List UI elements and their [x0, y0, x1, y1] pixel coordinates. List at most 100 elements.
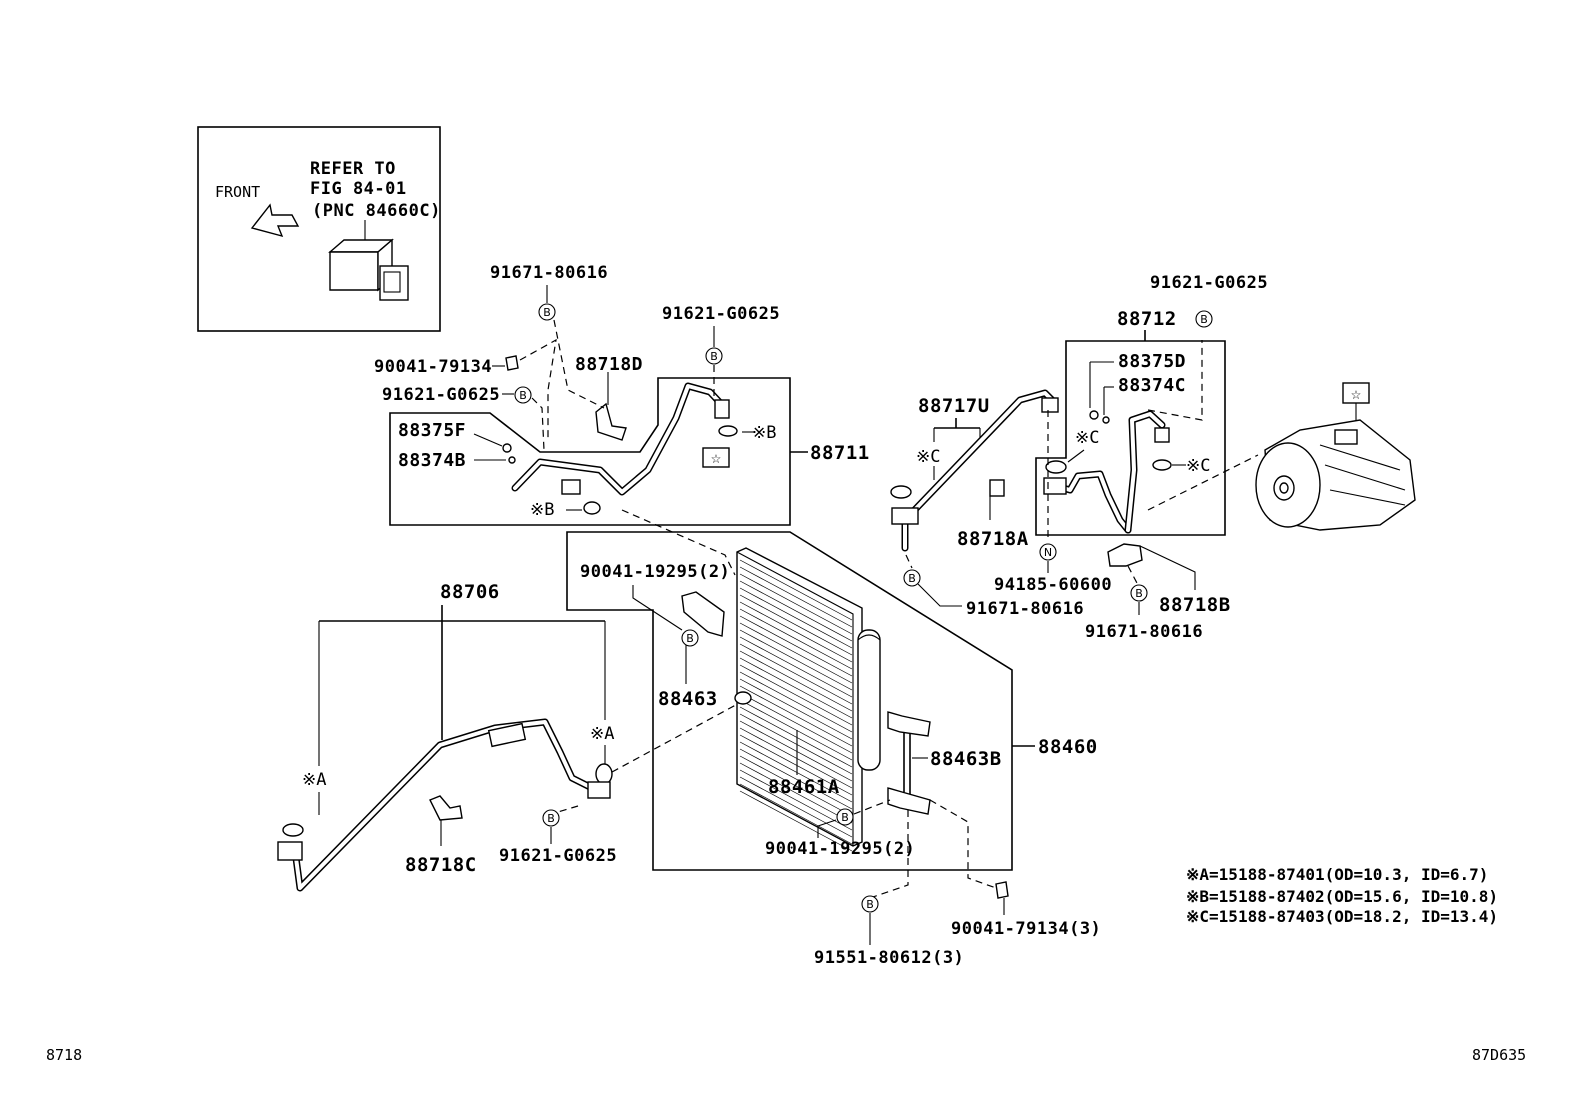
condenser-88461A: [736, 547, 881, 852]
label-91621-G0625-d: 91621-G0625: [499, 846, 617, 866]
label-88706: 88706: [440, 581, 500, 603]
condenser-fin: [739, 580, 853, 642]
condenser-fin: [739, 636, 853, 698]
clip-90041-79134-a: 90041-79134: [374, 338, 557, 440]
clamp-88718B: 88718B B 91671-80616: [1085, 543, 1231, 642]
ref-a-mark-2: ※A: [590, 724, 614, 744]
condenser-fin: [739, 594, 853, 656]
bolt-b-3: 91621-G0625 B: [662, 304, 780, 400]
ref-a-mark-1: ※A: [302, 770, 326, 790]
b-mark-7: B: [547, 812, 555, 825]
reference-inset: FRONT REFER TO FIG 84-01 (PNC 84660C): [197, 126, 441, 332]
front-label: FRONT: [215, 183, 260, 201]
oring-b: [583, 501, 601, 515]
condenser-fin: [739, 783, 853, 845]
condenser-fin: [739, 713, 853, 775]
condenser-fin: [739, 664, 853, 726]
label-91671-80616-b: 91671-80616: [966, 599, 1084, 619]
b-mark-8: B: [908, 572, 916, 585]
condenser-fin: [739, 748, 853, 810]
note-a: ※A=15188-87401(OD=10.3, ID=6.7): [1186, 865, 1488, 884]
condenser-fin: [739, 727, 853, 789]
condenser-fin: [739, 566, 853, 628]
refer-text-3: (PNC 84660C): [312, 201, 441, 221]
label-88375F: 88375F: [398, 420, 466, 441]
condenser-fin: [739, 720, 853, 782]
group-88711: 88711 ☆ ※B ※B: [389, 377, 870, 526]
clamp-88718C: 88718C: [405, 795, 477, 876]
condenser-fin: [739, 650, 853, 712]
bolt-b-7: B 91621-G0625: [499, 805, 617, 866]
clamp-88718A: 88718A: [957, 479, 1029, 550]
bolt-91551-80612: B 91551-80612(3): [814, 810, 964, 968]
label-88718A: 88718A: [957, 528, 1029, 550]
label-88718C: 88718C: [405, 854, 477, 876]
condenser-fin: [739, 657, 853, 719]
b-mark-6: B: [866, 898, 874, 911]
bolt-b-9: 91621-G0625 B: [1150, 273, 1268, 328]
label-88463B: 88463B: [930, 748, 1002, 770]
condenser-fin: [739, 755, 853, 817]
condenser-fin: [739, 699, 853, 761]
b-mark-5: B: [841, 811, 849, 824]
b-mark-10: B: [1135, 587, 1143, 600]
n-mark: N: [1044, 546, 1052, 559]
refer-text-1: REFER TO: [310, 159, 396, 179]
label-88463: 88463: [658, 688, 718, 710]
group-88706: 88706 ※A ※A: [277, 581, 752, 892]
bolt-b-1: 91671-80616 B: [490, 263, 608, 409]
b-mark-2: B: [519, 389, 527, 402]
notes: ※A=15188-87401(OD=10.3, ID=6.7) ※B=15188…: [1186, 865, 1498, 926]
footer-right: 87D635: [1472, 1046, 1526, 1064]
compressor: ☆: [1255, 382, 1416, 531]
group-88717U: 88717U ※C B 91671-80616: [890, 389, 1084, 619]
ref-c-mark-1: ※C: [916, 447, 940, 467]
condenser-fin: [739, 643, 853, 705]
label-90041-79134-a: 90041-79134: [374, 357, 492, 377]
label-88712: 88712: [1117, 308, 1177, 330]
condenser-fin: [739, 678, 853, 740]
label-88718B: 88718B: [1159, 594, 1231, 616]
condenser-fin: [739, 741, 853, 803]
label-88718D: 88718D: [575, 354, 643, 375]
label-88460: 88460: [1038, 736, 1098, 758]
condenser-fin: [739, 629, 853, 691]
label-91551-80612: 91551-80612(3): [814, 948, 964, 968]
label-91671-80616-c: 91671-80616: [1085, 622, 1203, 642]
condenser-fin: [739, 615, 853, 677]
bracket-88718D: 88718D: [575, 354, 643, 441]
condenser-fin: [739, 762, 853, 824]
footer-left: 8718: [46, 1046, 82, 1064]
ref-c-mark-3: ※C: [1186, 456, 1210, 476]
label-88711: 88711: [810, 442, 870, 464]
condenser-fin: [739, 573, 853, 635]
label-90041-19295-a: 90041-19295(2): [580, 562, 730, 582]
nut-94185-60600: N 94185-60600: [994, 543, 1112, 595]
refer-text-2: FIG 84-01: [310, 179, 407, 199]
ref-b-mark-2: ※B: [530, 500, 554, 520]
label-88374B: 88374B: [398, 450, 466, 471]
label-90041-19295-b: 90041-19295(2): [765, 839, 915, 859]
star-mark-1: ☆: [711, 448, 721, 468]
label-90041-79134-b: 90041-79134(3): [951, 919, 1101, 939]
label-91621-G0625-c: 91621-G0625: [662, 304, 780, 324]
condenser-fin: [739, 671, 853, 733]
condenser-fin: [739, 769, 853, 831]
group-88460: 88460 88461A 88463 88463B 90041-19295(2): [566, 531, 1098, 871]
pressure-switch-icon: [328, 220, 409, 301]
b-mark-4: B: [686, 632, 694, 645]
b-mark-3: B: [710, 350, 718, 363]
label-88375D: 88375D: [1118, 351, 1186, 372]
condenser-fin: [739, 587, 853, 649]
ref-b-mark-1: ※B: [752, 423, 776, 443]
condenser-fin: [739, 685, 853, 747]
label-94185-60600: 94185-60600: [994, 575, 1112, 595]
b-mark-9: B: [1200, 313, 1208, 326]
bracket-88463B: 88463B: [887, 711, 1002, 815]
note-c: ※C=15188-87403(OD=18.2, ID=13.4): [1186, 907, 1498, 926]
label-91621-G0625-a: 91621-G0625: [1150, 273, 1268, 293]
label-88717U: 88717U: [918, 395, 990, 417]
label-88461A: 88461A: [768, 776, 840, 798]
condenser-fin: [739, 734, 853, 796]
